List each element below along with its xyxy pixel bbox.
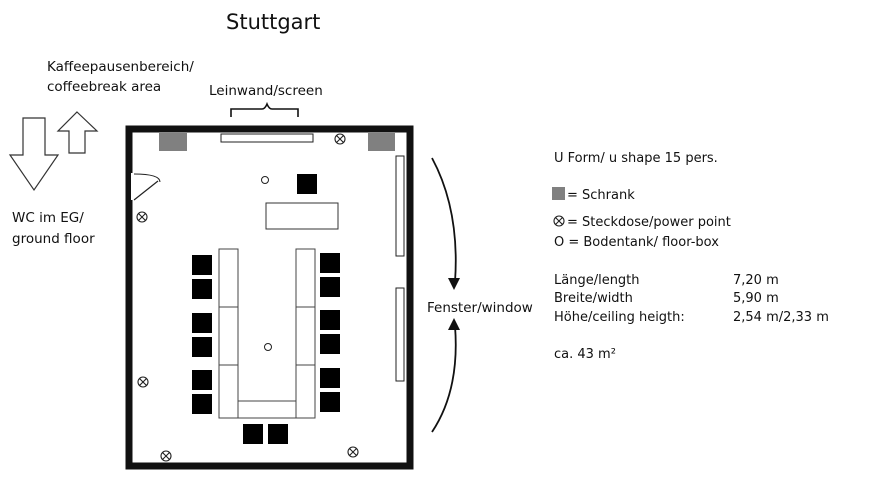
spec-value: 5,90 m — [733, 291, 779, 306]
chairs-right — [320, 253, 340, 412]
window-arc-bottom — [431, 325, 457, 433]
arrow-down-icon — [8, 117, 60, 192]
window-arrow-up-icon — [448, 318, 460, 330]
speaker-chair — [297, 174, 317, 194]
window-panel-bottom — [395, 287, 405, 382]
wc-label-line1: WC im EG/ — [12, 210, 84, 226]
legend-socket-text: = Steckdose/power point — [567, 215, 731, 230]
spec-value: 2,54 m/2,33 m — [733, 310, 829, 325]
window-label: Fenster/window — [427, 300, 533, 316]
socket-icon — [347, 446, 359, 458]
socket-icon — [160, 450, 172, 462]
spec-label: Breite/width — [554, 291, 633, 306]
room-walls — [125, 125, 414, 470]
coffeebreak-label-line1: Kaffeepausenbereich/ — [47, 59, 194, 75]
socket-icon — [137, 376, 149, 388]
spec-label: Länge/length — [554, 273, 640, 288]
floorbox-icon — [261, 176, 269, 184]
presenter-table — [265, 202, 339, 230]
area-text: ca. 43 m² — [554, 347, 616, 362]
wc-label-line2: ground floor — [12, 231, 95, 247]
cabinet-left — [159, 133, 187, 151]
room-title: Stuttgart — [226, 10, 320, 34]
legend-cabinet-text: = Schrank — [567, 188, 635, 203]
screen-label: Leinwand/screen — [209, 83, 323, 99]
screen-brace — [230, 101, 299, 117]
window-arrow-down-icon — [448, 278, 460, 290]
u-shape-tables — [218, 248, 316, 419]
door — [131, 173, 161, 201]
legend-cabinet-icon — [552, 187, 565, 200]
spec-value: 7,20 m — [733, 273, 779, 288]
legend-heading: U Form/ u shape 15 pers. — [554, 151, 718, 166]
projection-screen — [220, 133, 314, 143]
chairs-bottom — [243, 424, 288, 444]
floorbox-icon — [264, 343, 272, 351]
chairs-left — [192, 255, 212, 414]
specs-table: Länge/length 7,20 m Breite/width 5,90 m … — [554, 273, 829, 325]
spec-label: Höhe/ceiling heigth: — [554, 310, 685, 325]
window-panel-top — [395, 155, 405, 257]
arrow-up-icon — [56, 111, 99, 154]
coffeebreak-label-line2: coffeebreak area — [47, 79, 161, 95]
legend-socket-icon — [553, 215, 565, 227]
window-arc-top — [431, 157, 457, 283]
socket-icon — [334, 133, 346, 145]
legend-floorbox-text: O = Bodentank/ floor-box — [554, 235, 719, 250]
cabinet-right — [368, 133, 395, 151]
socket-icon — [136, 211, 148, 223]
